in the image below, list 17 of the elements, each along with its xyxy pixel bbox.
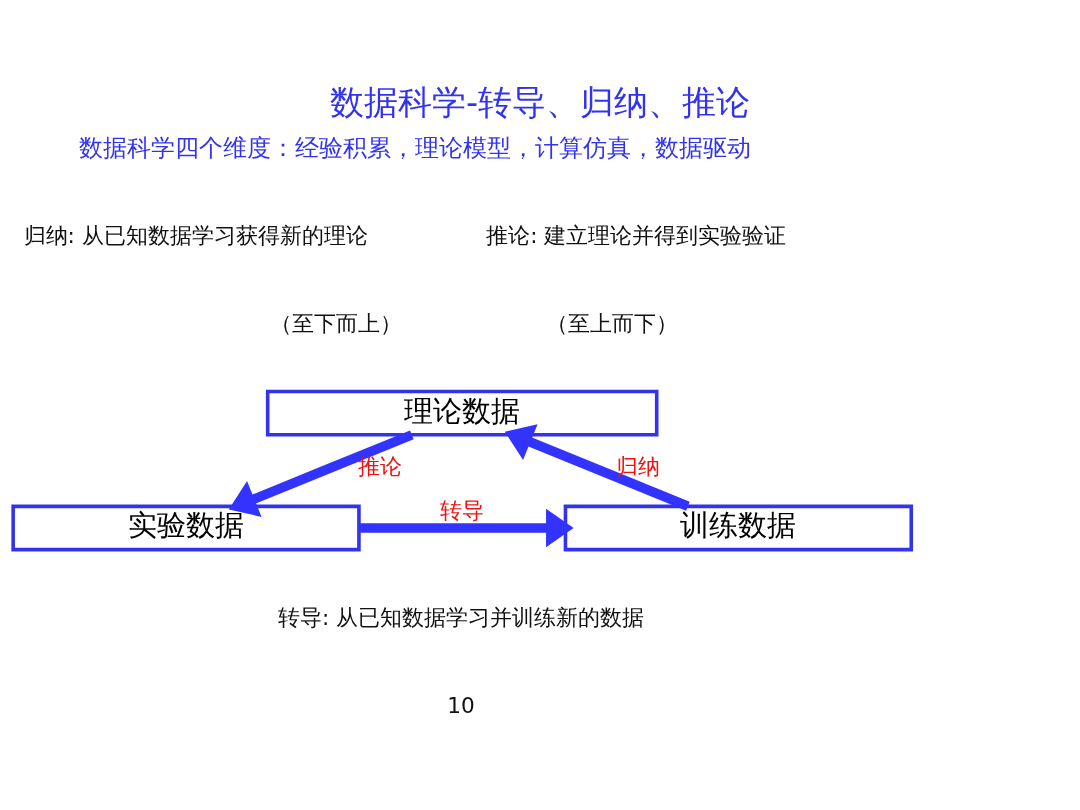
edge-label: 转导 (440, 497, 485, 523)
arrow (504, 423, 690, 511)
node-box: 训练数据 (563, 504, 914, 551)
label: 10 (447, 692, 475, 718)
edge-label: 归纳 (616, 453, 661, 479)
label: 数据科学四个维度：经验积累，理论模型，计算仿真，数据驱动 (79, 133, 752, 162)
label: 转导: 从已知数据学习并训练新的数据 (277, 604, 645, 630)
label: 推论: 建立理论并得到实验验证 (486, 222, 787, 248)
node-box: 理论数据 (265, 389, 659, 437)
arrow (359, 508, 574, 547)
label: 归纳: 从已知数据学习获得新的理论 (23, 222, 368, 248)
node-box: 实验数据 (11, 504, 361, 551)
edge-label: 推论 (357, 453, 402, 479)
label: （至上而下） (546, 310, 679, 336)
arrow (228, 429, 414, 517)
label: （至下而上） (270, 310, 403, 336)
diagram-title: 数据科学-转导、归纳、推论 (329, 82, 751, 121)
